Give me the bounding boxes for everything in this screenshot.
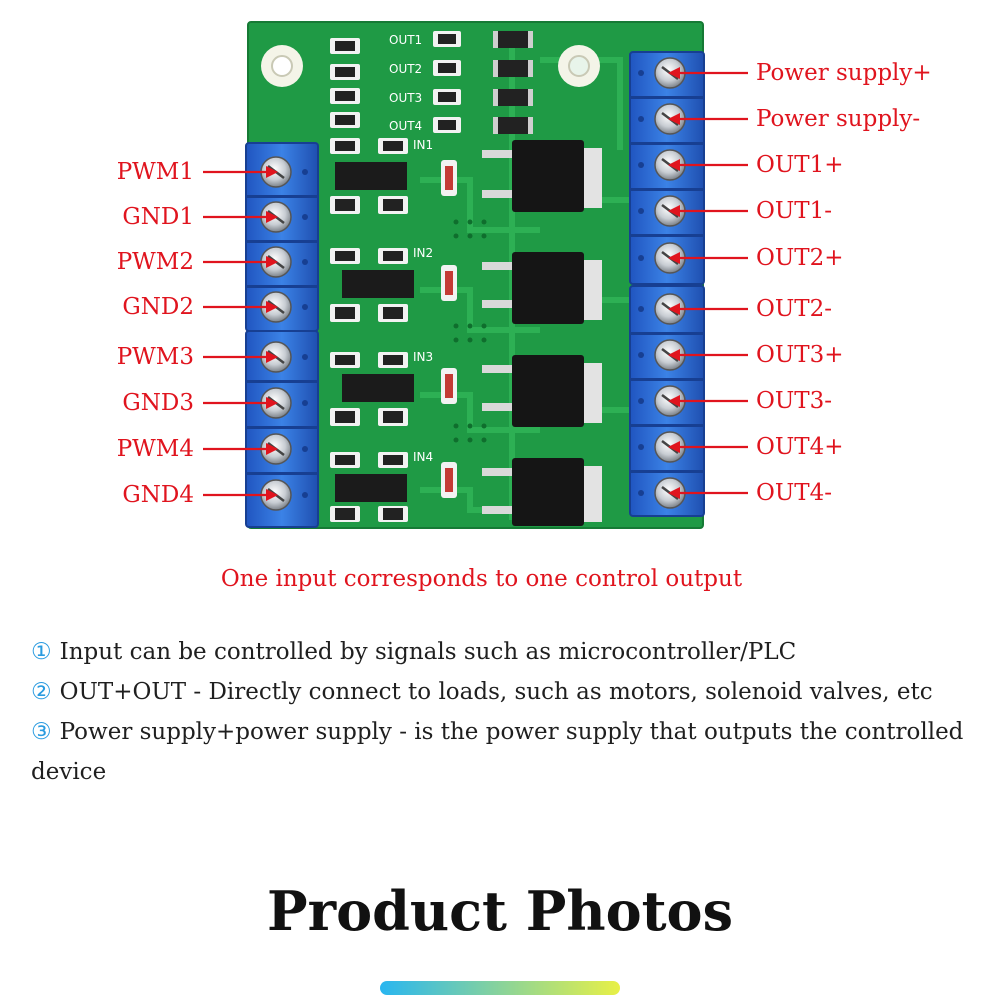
terminal-label-gnd3: GND3	[122, 390, 194, 416]
diagram-caption: One input corresponds to one control out…	[220, 566, 743, 592]
terminal-label-power-plus: Power supply+	[756, 60, 932, 86]
terminal-label-pwm1: PWM1	[116, 159, 194, 185]
note-number: ①	[31, 639, 52, 665]
pcb-diagram: OUT1 OUT2 OUT3 OUT4	[203, 21, 748, 529]
terminal-label-out3-plus: OUT3+	[756, 342, 844, 368]
right-callout-arrows	[668, 67, 748, 499]
pcb-vias	[453, 219, 487, 443]
note-1: ① Input can be controlled by signals such…	[31, 632, 981, 672]
section-title: Product Photos	[267, 879, 733, 943]
led-label-out1: OUT1	[389, 33, 422, 47]
left-callout-arrows	[203, 166, 278, 501]
led-label-out4: OUT4	[389, 119, 422, 133]
note-text: OUT+OUT - Directly connect to loads, suc…	[59, 679, 933, 705]
top-components	[330, 31, 533, 134]
terminal-label-pwm2: PWM2	[116, 249, 194, 275]
note-number: ②	[31, 679, 52, 705]
note-2: ② OUT+OUT - Directly connect to loads, su…	[31, 672, 981, 712]
terminal-label-out1-minus: OUT1-	[756, 198, 832, 224]
terminal-label-gnd1: GND1	[122, 204, 194, 230]
terminal-label-pwm3: PWM3	[116, 344, 194, 370]
terminal-label-out4-plus: OUT4+	[756, 434, 844, 460]
mosfets	[482, 140, 602, 526]
note-number: ③	[31, 719, 52, 745]
terminal-label-gnd2: GND2	[122, 294, 194, 320]
terminal-label-out2-plus: OUT2+	[756, 245, 844, 271]
terminal-label-out3-minus: OUT3-	[756, 388, 832, 414]
terminal-label-power-minus: Power supply-	[756, 106, 921, 132]
terminal-label-out4-minus: OUT4-	[756, 480, 832, 506]
led-label-out3: OUT3	[389, 91, 422, 105]
terminal-label-out2-minus: OUT2-	[756, 296, 832, 322]
left-terminal-blocks	[245, 142, 319, 528]
terminal-label-gnd4: GND4	[122, 482, 194, 508]
led-label-out2: OUT2	[389, 62, 422, 76]
accent-bar	[380, 981, 620, 995]
mounting-hole-left	[261, 45, 303, 87]
mounting-hole-right	[558, 45, 600, 87]
input-label-in4: IN4	[413, 450, 433, 464]
terminal-label-pwm4: PWM4	[116, 436, 194, 462]
terminal-label-out1-plus: OUT1+	[756, 152, 844, 178]
note-text: Power supply+power supply - is the power…	[31, 719, 964, 785]
channel-components	[330, 138, 457, 522]
note-text: Input can be controlled by signals such …	[59, 639, 797, 665]
input-label-in1: IN1	[413, 138, 433, 152]
input-label-in3: IN3	[413, 350, 433, 364]
input-label-in2: IN2	[413, 246, 433, 260]
